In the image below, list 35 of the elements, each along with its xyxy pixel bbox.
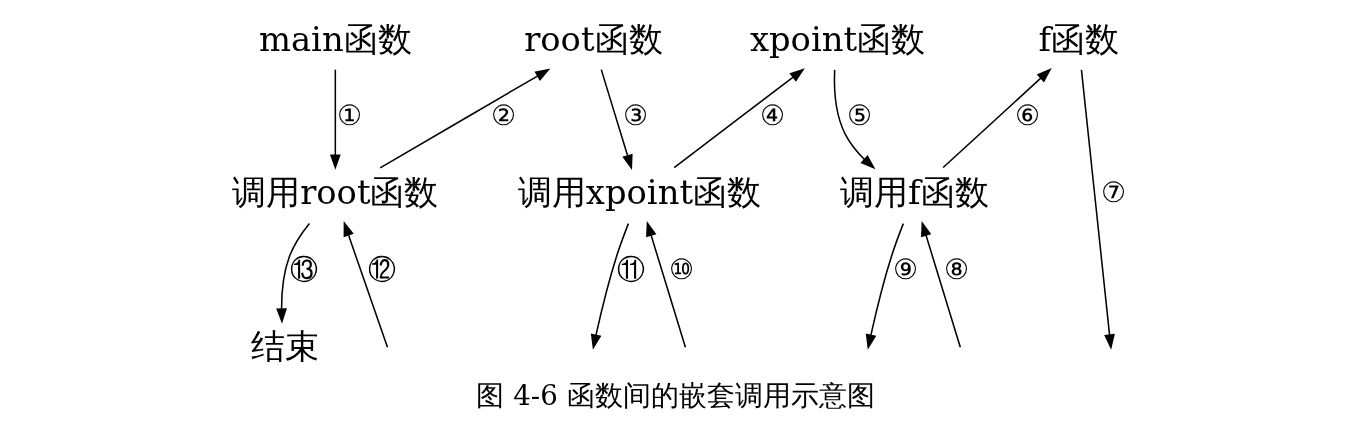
node-text: 调用f函数 <box>839 173 989 213</box>
node-text: f函数 <box>1037 19 1119 59</box>
arrow <box>343 221 388 349</box>
arrow <box>672 68 805 169</box>
arrow <box>865 222 904 350</box>
arrow <box>600 68 633 170</box>
arrow <box>941 68 1052 169</box>
node-text: 结束 <box>250 326 319 366</box>
arrow <box>329 68 341 170</box>
edge-label: ⑬ <box>289 253 318 287</box>
edge-label: ③ <box>622 99 648 133</box>
edge-label: ④ <box>759 99 785 133</box>
arrow <box>378 68 550 169</box>
arrow <box>833 69 875 170</box>
arrow <box>645 221 686 349</box>
node-text: main函数 <box>258 19 412 59</box>
edge-label: ⑪ <box>616 253 645 287</box>
edge-label: ⑥ <box>1014 99 1040 133</box>
edge-label: ② <box>490 99 516 133</box>
edge-label: ① <box>336 99 362 133</box>
edge-label: ⑤ <box>846 99 872 133</box>
arrow <box>590 222 629 350</box>
edge-label: ⑦ <box>1100 176 1126 210</box>
node-text: xpoint函数 <box>749 19 925 59</box>
edge-label: ⑨ <box>892 253 918 287</box>
caption: 图 4-6 函数间的嵌套调用示意图 <box>475 378 875 412</box>
arrow <box>275 222 310 324</box>
edge-label: ⑫ <box>367 253 396 287</box>
node-text: 调用xpoint函数 <box>517 173 761 213</box>
node-text: 调用root函数 <box>231 173 439 213</box>
node-text: root函数 <box>523 19 663 59</box>
edge-label: ⑩ <box>668 253 694 287</box>
arrow <box>920 221 961 349</box>
arrow <box>1080 69 1115 350</box>
edge-label: ⑧ <box>943 253 969 287</box>
